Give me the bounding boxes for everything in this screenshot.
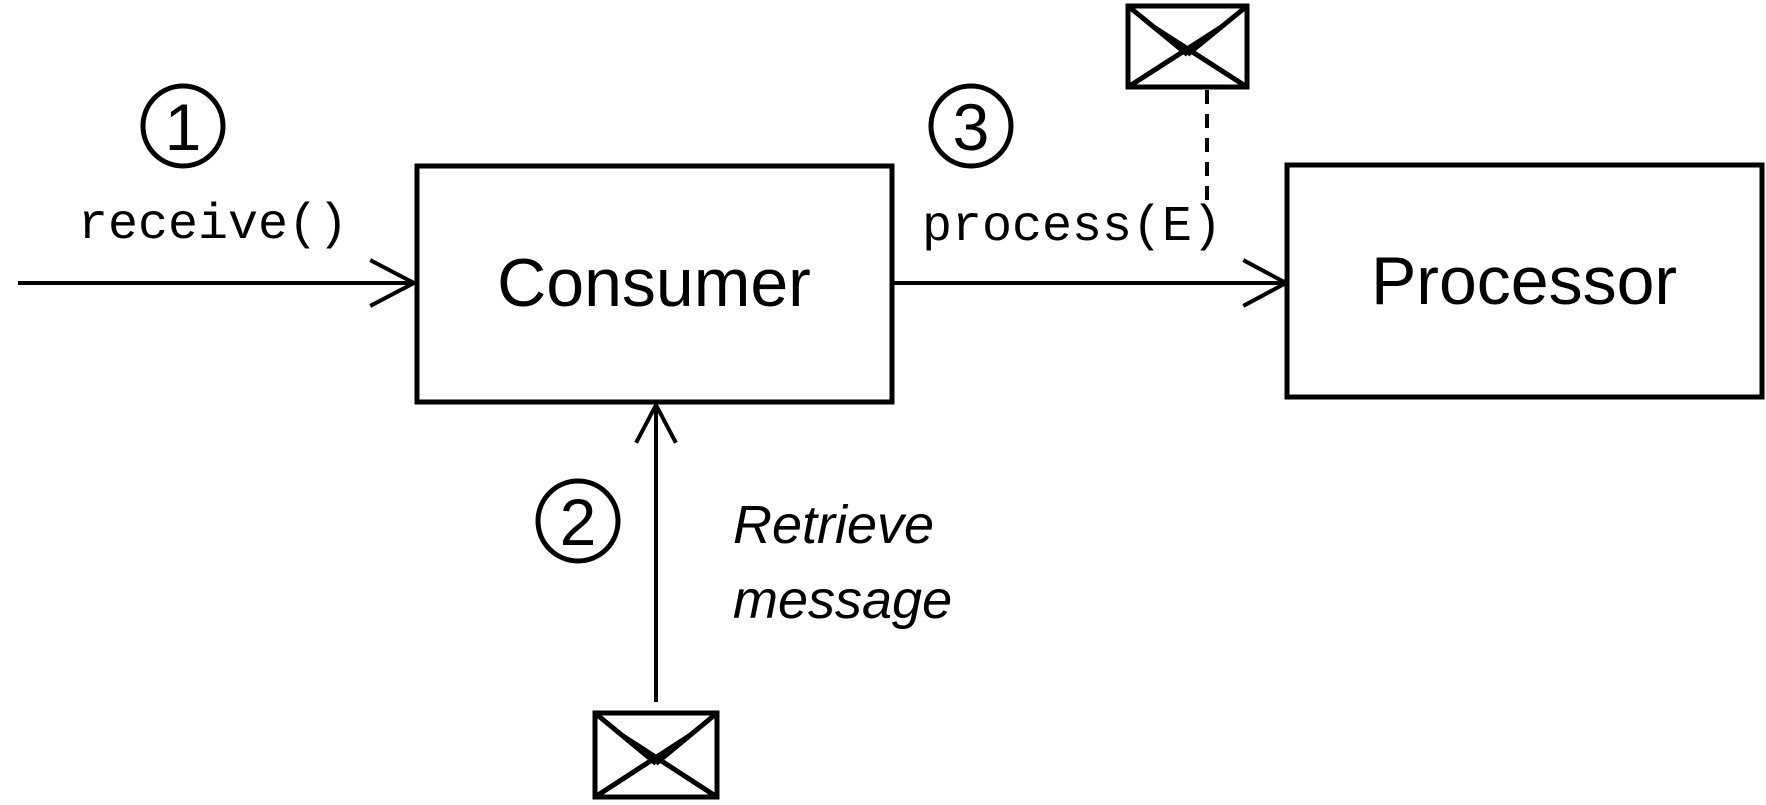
processor-node: Processor — [1284, 162, 1765, 400]
step1-badge-circle — [140, 83, 226, 169]
retrieve-note-line2: message — [733, 570, 952, 630]
envelope-fold-left — [593, 733, 692, 800]
retrieve-arrow-head — [634, 400, 678, 444]
envelope-body — [1125, 3, 1250, 90]
retrieve-note-line1: Retrieve — [733, 495, 934, 555]
step3-badge-number: 3 — [953, 90, 990, 164]
envelope-body — [592, 710, 720, 800]
envelope-fold-right — [1152, 25, 1249, 90]
message-envelope-bottom-icon — [592, 710, 720, 800]
receive-arrow-head — [369, 258, 419, 308]
process-method-label: process(E) — [922, 199, 1222, 256]
consumer-box — [414, 163, 895, 405]
retrieve-message-note: Retrieve message — [733, 495, 952, 630]
step1-badge-number: 1 — [165, 90, 202, 164]
step3-badge-circle — [928, 83, 1014, 169]
step2-badge-circle — [535, 478, 621, 564]
step2-badge-number: 2 — [560, 485, 597, 559]
consumer-node: Consumer — [414, 163, 895, 405]
retrieve-arrow — [634, 400, 678, 702]
process-arrow — [894, 258, 1291, 308]
step1-badge: 1 — [140, 83, 226, 169]
receive-method-label: receive() — [78, 197, 348, 254]
receive-arrow — [18, 258, 419, 308]
message-envelope-top-icon — [1125, 3, 1250, 90]
processor-label: Processor — [1371, 243, 1677, 319]
processor-box — [1284, 162, 1765, 400]
envelope-fold-left — [1126, 25, 1223, 90]
step3-badge: 3 — [928, 83, 1014, 169]
consumer-label: Consumer — [497, 245, 811, 321]
step2-badge: 2 — [535, 478, 621, 564]
envelope-fold-right — [620, 733, 719, 800]
